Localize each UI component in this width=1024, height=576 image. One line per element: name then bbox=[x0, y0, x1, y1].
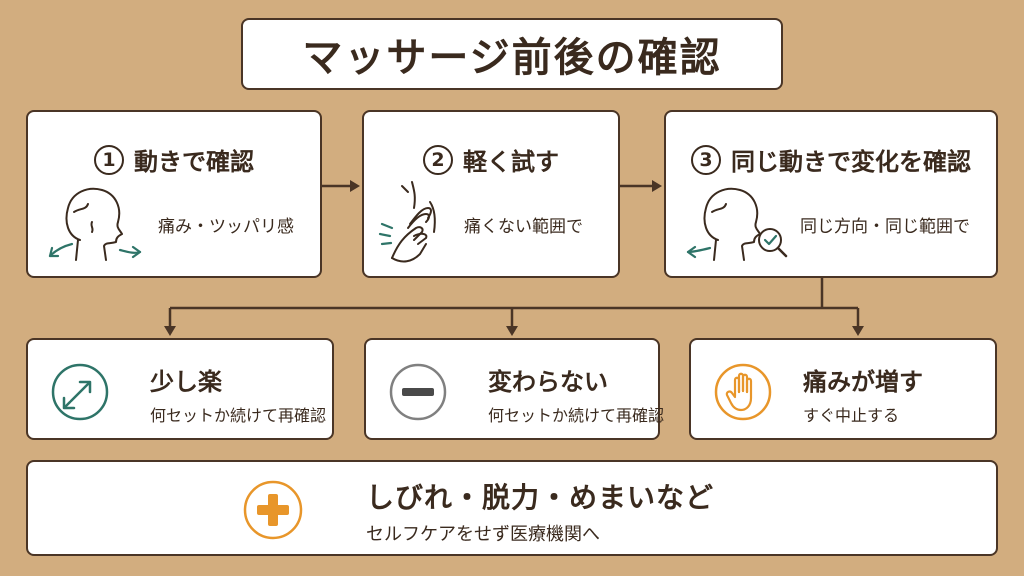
result-better-title: 少し楽 bbox=[150, 368, 222, 396]
step-3-heading: 3 同じ動きで変化を確認 bbox=[666, 142, 996, 177]
head-check-icon bbox=[686, 187, 788, 261]
step-1-number: 1 bbox=[94, 144, 124, 175]
stop-hand-icon bbox=[714, 363, 772, 421]
neck-massage-icon bbox=[378, 181, 436, 263]
warning-card: しびれ・脱力・めまいなど セルフケアをせず医療機関へ bbox=[26, 460, 998, 556]
step-2-desc: 痛くない範囲で bbox=[464, 217, 583, 237]
title-box: マッサージ前後の確認 bbox=[241, 18, 783, 90]
result-worse-card: 痛みが増す すぐ中止する bbox=[689, 338, 997, 440]
step-2-card: 2 軽く試す 痛くない範囲で bbox=[362, 110, 620, 278]
page-title: マッサージ前後の確認 bbox=[302, 35, 722, 81]
arrow-step1-to-step2 bbox=[350, 180, 360, 192]
medical-cross-icon bbox=[243, 480, 303, 540]
step-2-label: 軽く試す bbox=[463, 148, 559, 176]
arrow-to-result-3 bbox=[852, 326, 864, 336]
step-3-number: 3 bbox=[691, 144, 721, 175]
step-3-desc: 同じ方向・同じ範囲で bbox=[800, 217, 970, 237]
result-worse-title: 痛みが増す bbox=[803, 368, 923, 396]
step-1-label: 動きで確認 bbox=[134, 148, 254, 176]
result-same-desc: 何セットか続けて再確認 bbox=[488, 406, 665, 425]
result-better-card: 少し楽 何セットか続けて再確認 bbox=[26, 338, 334, 440]
step-2-number: 2 bbox=[423, 144, 453, 175]
magnifier-check-icon bbox=[758, 228, 788, 258]
step-1-card: 1 動きで確認 痛み・ツッパリ感 bbox=[26, 110, 322, 278]
diagonal-arrows-icon bbox=[51, 363, 109, 421]
arrow-to-result-1 bbox=[164, 326, 176, 336]
minus-circle-icon bbox=[389, 363, 447, 421]
arrow-step2-to-step3 bbox=[652, 180, 662, 192]
result-same-card: 変わらない 何セットか続けて再確認 bbox=[364, 338, 664, 440]
step-1-desc: 痛み・ツッパリ感 bbox=[158, 217, 294, 237]
step-2-heading: 2 軽く試す bbox=[364, 142, 618, 177]
result-worse-desc: すぐ中止する bbox=[803, 406, 900, 425]
arrow-to-result-2 bbox=[506, 326, 518, 336]
result-better-desc: 何セットか続けて再確認 bbox=[150, 406, 327, 425]
step-1-heading: 1 動きで確認 bbox=[28, 142, 320, 177]
warning-title: しびれ・脱力・めまいなど bbox=[366, 481, 715, 514]
warning-desc: セルフケアをせず医療機関へ bbox=[366, 524, 600, 545]
step-3-label: 同じ動きで変化を確認 bbox=[731, 148, 971, 176]
step-3-card: 3 同じ動きで変化を確認 同じ方向・同じ範囲で bbox=[664, 110, 998, 278]
head-turn-icon bbox=[48, 187, 142, 261]
result-same-title: 変わらない bbox=[488, 368, 608, 396]
